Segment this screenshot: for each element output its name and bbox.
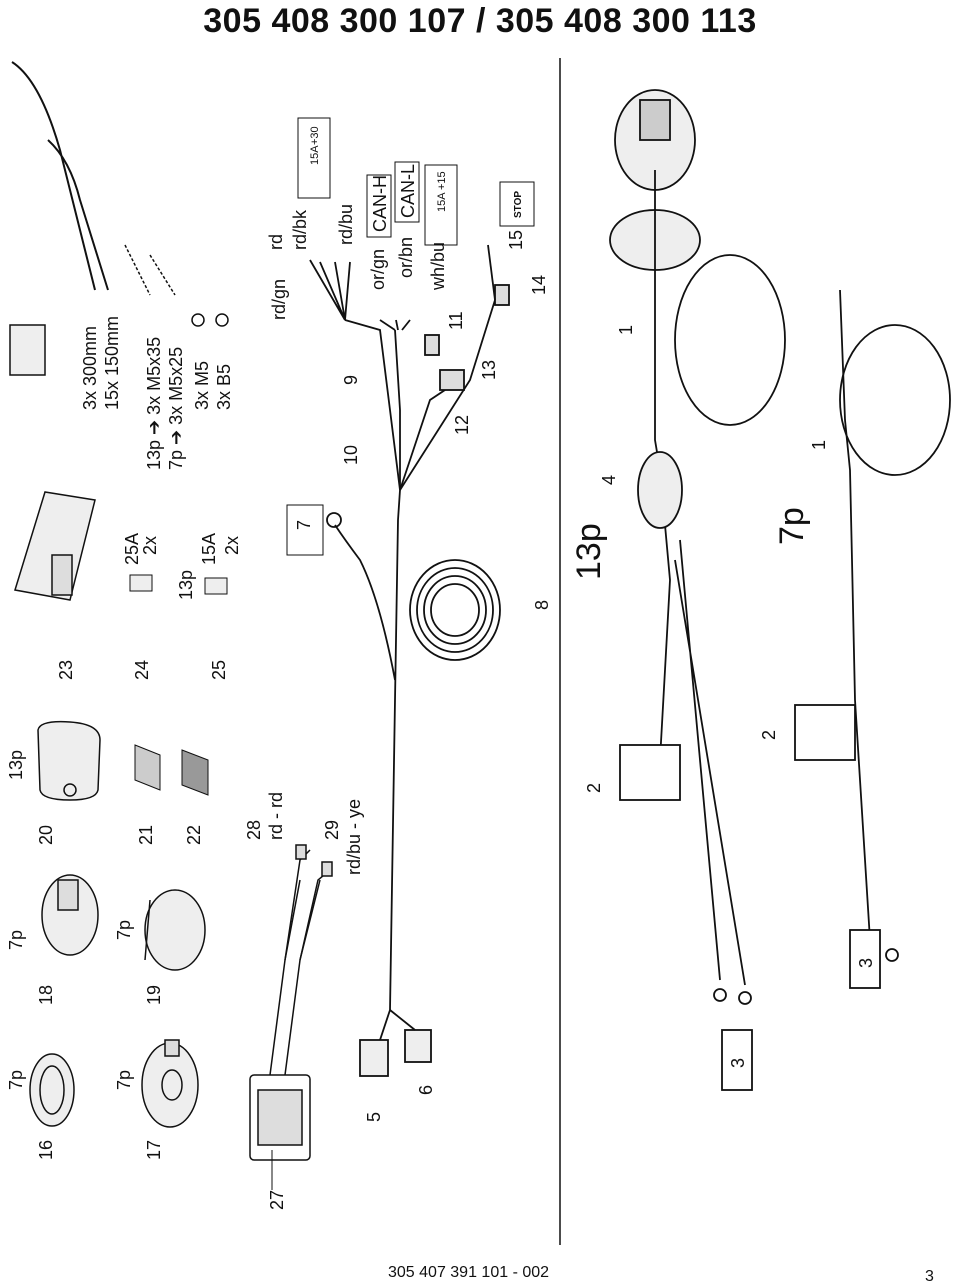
wire-rd-bk: rd/bk — [290, 209, 310, 250]
stop-box — [499, 181, 535, 227]
label-7: 7 — [294, 520, 314, 530]
fuse-30-terminal: +30 — [309, 126, 321, 145]
label-10: 10 — [341, 445, 361, 465]
label-8: 8 — [532, 600, 552, 610]
section-13p-label: 13p — [570, 523, 608, 580]
label-1b: 1 — [809, 440, 829, 450]
label-16: 16 — [36, 1140, 56, 1160]
fuse-24-qty: 2x — [140, 536, 160, 555]
label-25-pins: 13p — [176, 570, 196, 600]
nuts-m5: 3x M5 — [192, 361, 212, 410]
label-6: 6 — [416, 1085, 436, 1095]
item-28-29-wires — [284, 844, 333, 961]
fuse-25-rating: 15A — [199, 533, 219, 565]
wire-rd: rd — [266, 234, 286, 250]
fuse-15-terminal: +15 — [436, 171, 448, 190]
label-22: 22 — [184, 825, 204, 845]
section-7p-label: 7p — [773, 507, 811, 545]
item-24-fuse — [129, 574, 153, 592]
ties-150mm: 15x 150mm — [102, 316, 122, 410]
label-2a: 2 — [584, 783, 604, 793]
item-25-fuse — [204, 577, 228, 595]
label-19-pins: 7p — [114, 920, 134, 940]
label-25: 25 — [209, 660, 229, 680]
page-number: 3 — [925, 1268, 934, 1285]
item-23-module — [14, 491, 96, 601]
label-11: 11 — [446, 311, 466, 330]
wire-or-gn: or/gn — [368, 249, 388, 290]
right-cables — [609, 89, 951, 1091]
main-harness — [309, 244, 510, 1077]
fuse-box-30 — [297, 117, 331, 199]
label-12: 12 — [452, 415, 472, 435]
can-h-label: CAN-H — [370, 175, 390, 232]
fuse-box-15 — [424, 164, 458, 246]
screws-13p: 13p ➔ 3x M5x35 — [144, 337, 164, 470]
fuse-15-rating: 15A — [436, 192, 448, 212]
item-16-socket-seal — [29, 1053, 75, 1127]
item-21-pad — [134, 744, 161, 791]
label-18-pins: 7p — [6, 930, 26, 950]
label-9: 9 — [341, 375, 361, 385]
page-title: 305 408 300 107 / 305 408 300 113 — [203, 2, 757, 40]
fuse-30-rating: 15A — [309, 145, 321, 165]
item-18-socket — [41, 874, 99, 956]
wire-28-colors: rd - rd — [266, 792, 286, 840]
fuse-24-rating: 25A — [122, 533, 142, 565]
item-17-socket-cover — [141, 1039, 199, 1128]
cable-ties — [9, 61, 109, 376]
ties-300mm: 3x 300mm — [80, 326, 100, 410]
wire-wh-bu: wh/bu — [428, 242, 448, 291]
label-1a: 1 — [616, 325, 636, 335]
label-2b: 2 — [759, 730, 779, 740]
item-19-socket — [144, 889, 206, 971]
label-19: 19 — [144, 985, 164, 1005]
label-21: 21 — [136, 825, 156, 845]
label-14: 14 — [529, 275, 549, 295]
fuse-25-qty: 2x — [222, 536, 242, 555]
label-23: 23 — [56, 660, 76, 680]
label-20-pins: 13p — [6, 750, 26, 780]
ground-box-7 — [286, 504, 324, 556]
washers-b5: 3x B5 — [214, 364, 234, 410]
label-29: 29 — [322, 820, 342, 840]
item-20-socket — [37, 720, 101, 801]
screws-7p: 7p ➔ 3x M5x25 — [166, 347, 186, 470]
label-27: 27 — [267, 1190, 287, 1210]
wire-rd-gn: rd/gn — [269, 279, 289, 320]
can-l-box — [394, 161, 420, 223]
label-5: 5 — [364, 1112, 384, 1122]
wire-or-bn: or/bn — [396, 237, 416, 278]
label-13: 13 — [479, 360, 499, 380]
wire-rd-bu: rd/bu — [336, 204, 356, 245]
stop-label: STOP — [513, 191, 524, 218]
can-l-label: CAN-L — [398, 164, 418, 218]
label-28: 28 — [244, 820, 264, 840]
label-17: 17 — [144, 1140, 164, 1160]
label-16-pins: 7p — [6, 1070, 26, 1090]
label-24: 24 — [132, 660, 152, 680]
label-17-pins: 7p — [114, 1070, 134, 1090]
label-20: 20 — [36, 825, 56, 845]
can-h-box — [366, 174, 392, 238]
document-number: 305 407 391 101 - 002 — [388, 1264, 550, 1281]
label-15: 15 — [506, 230, 526, 250]
label-18: 18 — [36, 985, 56, 1005]
label-3a: 3 — [728, 1058, 748, 1068]
screws — [124, 244, 229, 327]
label-4: 4 — [599, 475, 619, 485]
item-27-connector — [249, 879, 321, 1161]
wire-29-colors: rd/bu - ye — [344, 799, 364, 875]
item-22-pad — [181, 749, 209, 796]
label-3b: 3 — [856, 958, 876, 968]
